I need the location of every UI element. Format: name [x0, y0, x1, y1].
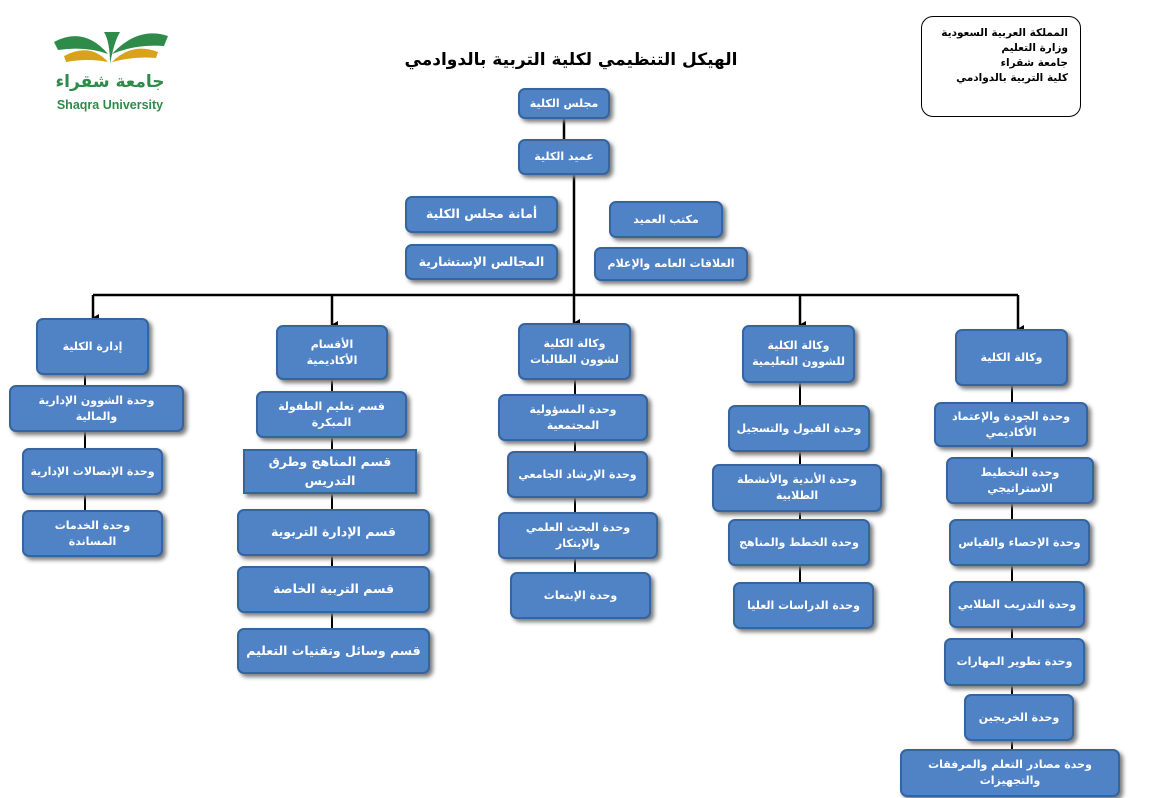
unit-box[interactable]: قسم التربية الخاصة — [237, 566, 430, 613]
unit-box[interactable]: وحدة الخطط والمناهج — [728, 519, 870, 566]
council-secretariat-box[interactable]: أمانة مجلس الكلية — [405, 196, 558, 233]
unit-box[interactable]: وحدة المسؤولية المجتمعية — [498, 394, 648, 441]
unit-box[interactable]: وحدة الإرشاد الجامعي — [507, 451, 648, 498]
branch-head-academic-departments[interactable]: الأقسام الأكاديمية — [276, 325, 388, 380]
info-line: كلية التربية بالدوادمي — [956, 72, 1068, 84]
unit-box[interactable]: قسم الإدارة التربوية — [237, 509, 430, 556]
unit-box[interactable]: وحدة الأندية والأنشطة الطلابية — [712, 464, 882, 512]
branch-head-educational-affairs[interactable]: وكالة الكلية للشوون التعليمية — [742, 325, 855, 383]
unit-box[interactable]: وحدة التخطيط الاستراتيجي — [946, 457, 1094, 504]
unit-box[interactable]: وحدة التدريب الطلابي — [949, 581, 1085, 628]
council-box[interactable]: مجلس الكلية — [518, 88, 610, 119]
chart-title: الهيكل التنظيمي لكلية التربية بالدوادمي — [404, 50, 738, 70]
unit-box[interactable]: وحدة الخدمات المساندة — [22, 510, 163, 557]
branch-head-vice-dean[interactable]: وكالة الكلية — [955, 329, 1068, 386]
advisory-councils-box[interactable]: المجالس الإستشارية — [405, 244, 558, 280]
unit-box[interactable]: وحدة الجودة والإعتماد الأكاديمي — [934, 402, 1088, 447]
logo-english-text: Shaqra University — [57, 98, 163, 112]
unit-box[interactable]: وحدة القبول والتسجيل — [728, 405, 870, 452]
unit-box[interactable]: قسم تعليم الطفولة المبكرة — [256, 391, 407, 438]
logo-arabic-text: جامعة شقراء — [55, 72, 164, 92]
header-info-box: المملكة العربية السعودية وزارة التعليم ج… — [921, 16, 1081, 117]
info-line: جامعة شقراء — [1000, 57, 1068, 69]
unit-box[interactable]: وحدة الإبتعاث — [510, 572, 651, 619]
info-line: وزارة التعليم — [1001, 42, 1068, 54]
unit-box[interactable]: قسم المناهج وطرق التدريس — [243, 449, 417, 494]
unit-box[interactable]: وحدة الدراسات العليا — [733, 582, 874, 629]
university-logo: جامعة شقراء Shaqra University — [46, 24, 176, 114]
public-relations-box[interactable]: العلاقات العامه والإعلام — [594, 247, 748, 281]
dean-box[interactable]: عميد الكلية — [518, 139, 610, 175]
branch-head-female-students-affairs[interactable]: وكالة الكلية لشوون الطالبات — [518, 323, 631, 380]
unit-box[interactable]: وحدة الشوون الإدارية والمالية — [9, 385, 184, 432]
branch-head-college-administration[interactable]: إدارة الكلية — [36, 318, 149, 375]
unit-box[interactable]: وحدة الإحصاء والقياس — [949, 519, 1090, 566]
unit-box[interactable]: وحدة البحث العلمي والإبتكار — [498, 512, 658, 559]
unit-box[interactable]: وحدة الإتصالات الإدارية — [22, 448, 163, 495]
unit-box[interactable]: قسم وسائل وتقنيات التعليم — [237, 628, 430, 674]
dean-office-box[interactable]: مكتب العميد — [609, 201, 723, 238]
unit-box[interactable]: وحدة مصادر التعلم والمرفقات والتجهيزات — [900, 749, 1120, 797]
unit-box[interactable]: وحدة الخريجين — [964, 694, 1074, 741]
info-line: المملكة العربية السعودية — [941, 27, 1068, 39]
unit-box[interactable]: وحدة تطوير المهارات — [944, 638, 1085, 686]
